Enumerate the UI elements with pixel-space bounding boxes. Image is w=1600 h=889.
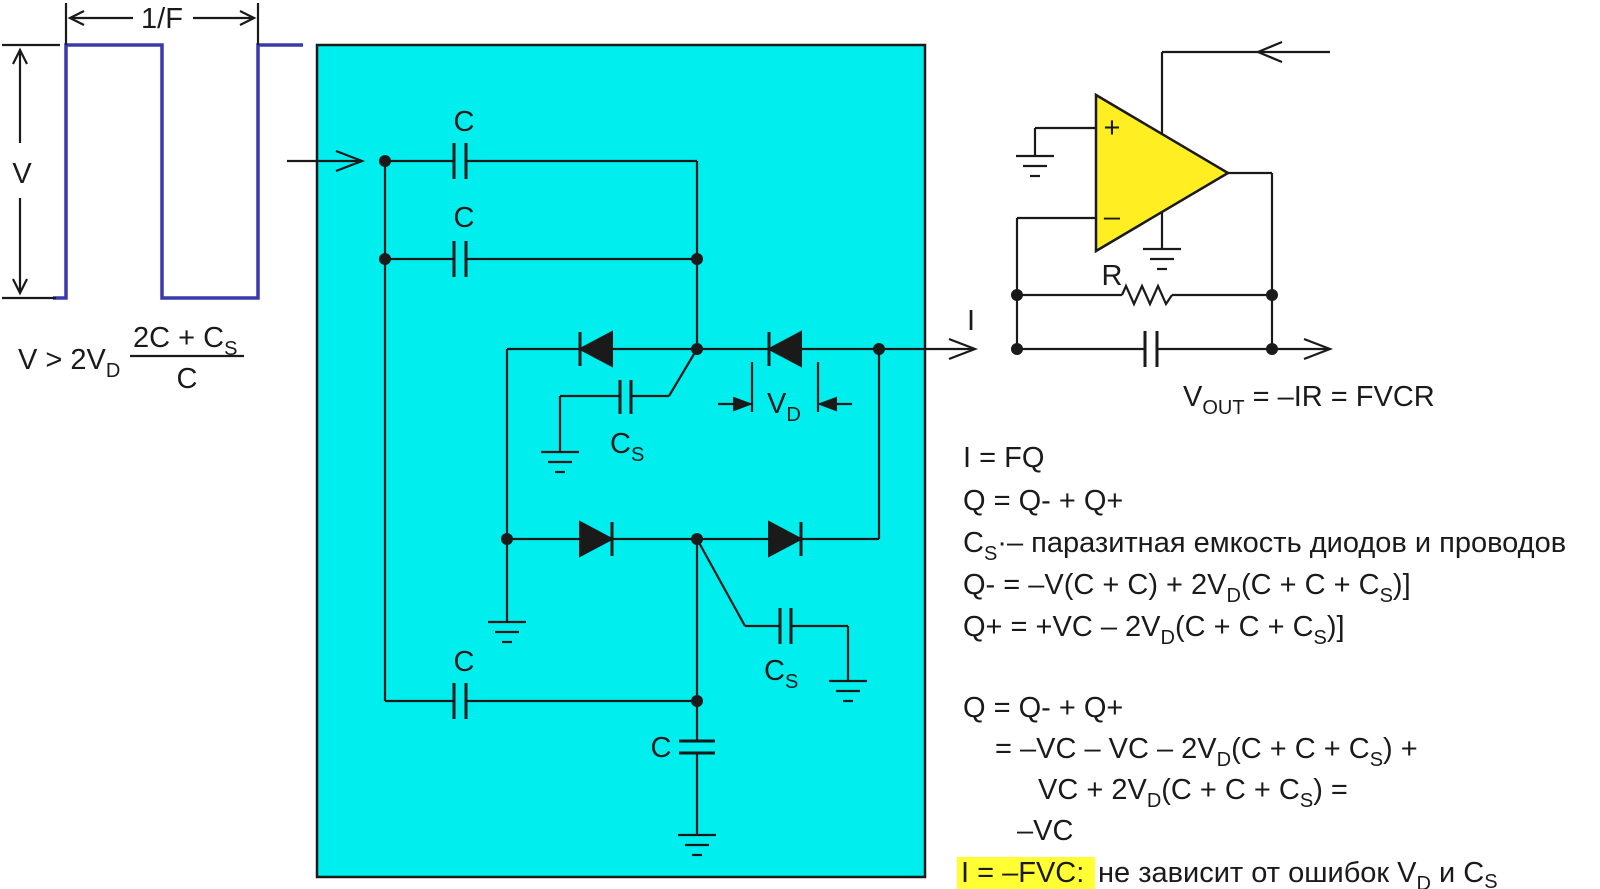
period-label: 1/F bbox=[141, 3, 183, 35]
resistor-label: R bbox=[1102, 260, 1123, 292]
eq-line-8: VC + 2VD(C + C + CS) = bbox=[1038, 774, 1348, 812]
condition-lhs: V > 2VD bbox=[18, 344, 120, 382]
eq-line-6: Q = Q- + Q+ bbox=[963, 692, 1123, 724]
eq-line-7: = –VC – VC – 2VD(C + C + CS) + bbox=[995, 733, 1418, 771]
opamp-plus: + bbox=[1104, 112, 1121, 144]
diode-lower-left bbox=[579, 520, 615, 558]
condition-numerator: 2C + CS bbox=[133, 322, 237, 360]
vd-label: VD bbox=[767, 388, 801, 426]
pump-box bbox=[315, 43, 927, 879]
cap-label: C bbox=[651, 732, 672, 764]
condition-denominator: C bbox=[177, 363, 198, 395]
square-pulse bbox=[53, 43, 303, 300]
amplitude-label: V bbox=[12, 158, 32, 190]
eq-line-4: Q- = –V(C + C) + 2VD(C + C + CS)] bbox=[963, 569, 1411, 607]
result-equation: I = –FVC: bbox=[961, 857, 1084, 889]
eq-line-2: Q = Q- + Q+ bbox=[963, 485, 1123, 517]
current-label: I bbox=[967, 305, 975, 337]
eq-line-3: CS·– паразитная емкость диодов и проводо… bbox=[963, 527, 1566, 565]
eq-line-9: –VC bbox=[1017, 815, 1073, 847]
feedback-resistor bbox=[1120, 283, 1173, 307]
eq-line-5: Q+ = +VC – 2VD(C + C + CS)] bbox=[963, 611, 1345, 649]
cs-label-lower: CS bbox=[764, 655, 798, 693]
cap-label: C bbox=[454, 646, 475, 678]
result-highlight bbox=[957, 857, 1095, 889]
cs-label-upper: CS bbox=[610, 428, 644, 466]
eq-line-1: I = FQ bbox=[963, 442, 1044, 474]
equation-block: I = FQ Q = Q- + Q+ CS·– паразитная емкос… bbox=[957, 442, 1566, 889]
vout-equation: VOUT = –IR = FVCR bbox=[1183, 381, 1435, 419]
cap-label: C bbox=[454, 106, 475, 138]
diode-lower-right bbox=[768, 520, 804, 558]
result-note: не зависит от ошибок VD и CS bbox=[1098, 857, 1498, 889]
opamp-minus: – bbox=[1104, 201, 1121, 233]
cap-label: C bbox=[454, 202, 475, 234]
